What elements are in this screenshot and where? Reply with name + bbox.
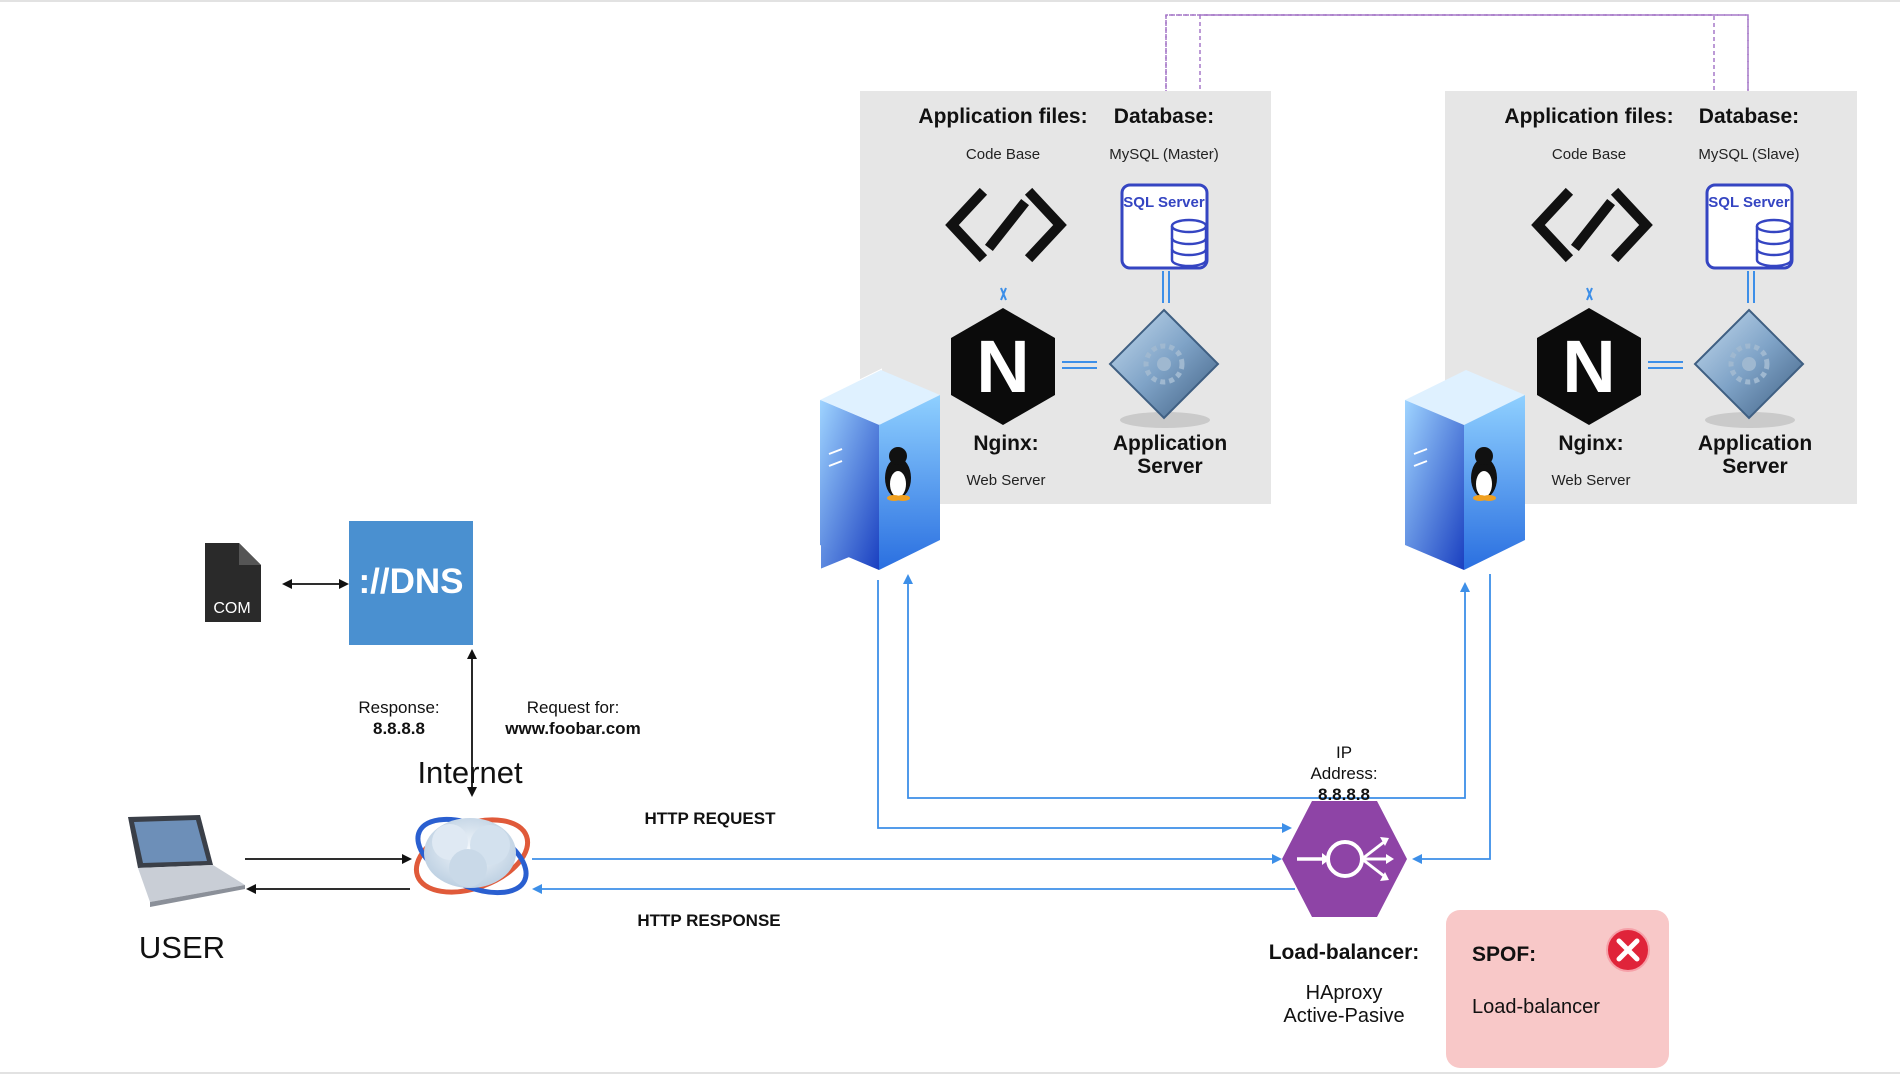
nginx-letter: N bbox=[976, 325, 1029, 408]
nginx-title: Nginx: bbox=[1558, 432, 1623, 455]
db-engine-label: MySQL (Slave) bbox=[1698, 146, 1799, 163]
request-label: Request for: bbox=[527, 698, 620, 717]
dns-icon: ://DNS bbox=[349, 521, 473, 645]
sql-server-badge: SQL Server bbox=[1708, 194, 1790, 211]
error-icon bbox=[1606, 928, 1650, 972]
tux-icon bbox=[885, 447, 911, 501]
sql-server-icon: SQL Server bbox=[1705, 183, 1794, 270]
nginx-letter: N bbox=[1562, 325, 1615, 408]
tux-icon bbox=[1471, 447, 1497, 501]
connector bbox=[1586, 271, 1755, 369]
linux-server-icon bbox=[1405, 370, 1525, 570]
replication-link bbox=[1165, 14, 1749, 103]
spof-text: Load-balancer bbox=[1472, 996, 1600, 1018]
db-engine-label: MySQL (Master) bbox=[1109, 146, 1218, 163]
server-panel-1: Application files: Database: Code Base M… bbox=[860, 91, 1271, 504]
replication-link-2 bbox=[1161, 14, 1749, 102]
connector bbox=[1000, 271, 1170, 369]
dns-label: ://DNS bbox=[359, 562, 464, 601]
load-balancer-icon bbox=[1282, 801, 1407, 917]
app-server-title-2: Server bbox=[1137, 455, 1202, 478]
server-link bbox=[532, 574, 1491, 894]
ip-label: IP bbox=[1336, 743, 1352, 762]
app-files-title: Application files: bbox=[918, 105, 1087, 128]
response-value: 8.8.8.8 bbox=[373, 719, 425, 738]
db-title: Database: bbox=[1114, 105, 1214, 128]
nginx-title: Nginx: bbox=[973, 432, 1038, 455]
response-label: Response: bbox=[358, 698, 439, 717]
load-balancer-mode: Active-Pasive bbox=[1283, 1005, 1404, 1027]
ip-address-label: Address: bbox=[1310, 764, 1377, 783]
app-server-title: Application bbox=[1113, 432, 1227, 455]
user-label: USER bbox=[139, 930, 225, 965]
laptop-icon bbox=[128, 815, 245, 907]
com-file-icon: COM bbox=[205, 543, 261, 622]
nginx-subtitle: Web Server bbox=[967, 472, 1046, 489]
app-files-title: Application files: bbox=[1504, 105, 1673, 128]
db-title: Database: bbox=[1699, 105, 1799, 128]
app-server-icon bbox=[1693, 308, 1805, 428]
request-value: www.foobar.com bbox=[504, 719, 640, 738]
http-request-label: HTTP REQUEST bbox=[645, 809, 777, 828]
app-server-title-2: Server bbox=[1722, 455, 1787, 478]
nginx-icon: N bbox=[1537, 308, 1641, 425]
sql-server-badge: SQL Server bbox=[1123, 194, 1205, 211]
spof-title: SPOF: bbox=[1472, 943, 1536, 966]
internet-icon bbox=[413, 816, 531, 896]
nginx-subtitle: Web Server bbox=[1552, 472, 1631, 489]
code-icon bbox=[1531, 187, 1653, 263]
nginx-icon: N bbox=[951, 308, 1055, 425]
http-response-label: HTTP RESPONSE bbox=[637, 911, 780, 930]
ip-value: 8.8.8.8 bbox=[1318, 785, 1370, 804]
spof-callout: SPOF: Load-balancer bbox=[1446, 910, 1669, 1068]
internet-label: Internet bbox=[417, 755, 523, 790]
code-base-label: Code Base bbox=[1552, 146, 1626, 163]
load-balancer-software: HAproxy bbox=[1306, 982, 1383, 1004]
app-server-title: Application bbox=[1698, 432, 1812, 455]
top-border bbox=[0, 0, 1900, 2]
load-balancer-title: Load-balancer: bbox=[1269, 941, 1420, 964]
bottom-border bbox=[0, 1072, 1900, 1074]
code-icon bbox=[945, 187, 1067, 263]
com-label: COM bbox=[213, 600, 250, 617]
app-server-icon bbox=[1108, 308, 1220, 428]
sql-server-icon: SQL Server bbox=[1120, 183, 1209, 270]
code-base-label: Code Base bbox=[966, 146, 1040, 163]
linux-server-icon bbox=[819, 368, 940, 572]
